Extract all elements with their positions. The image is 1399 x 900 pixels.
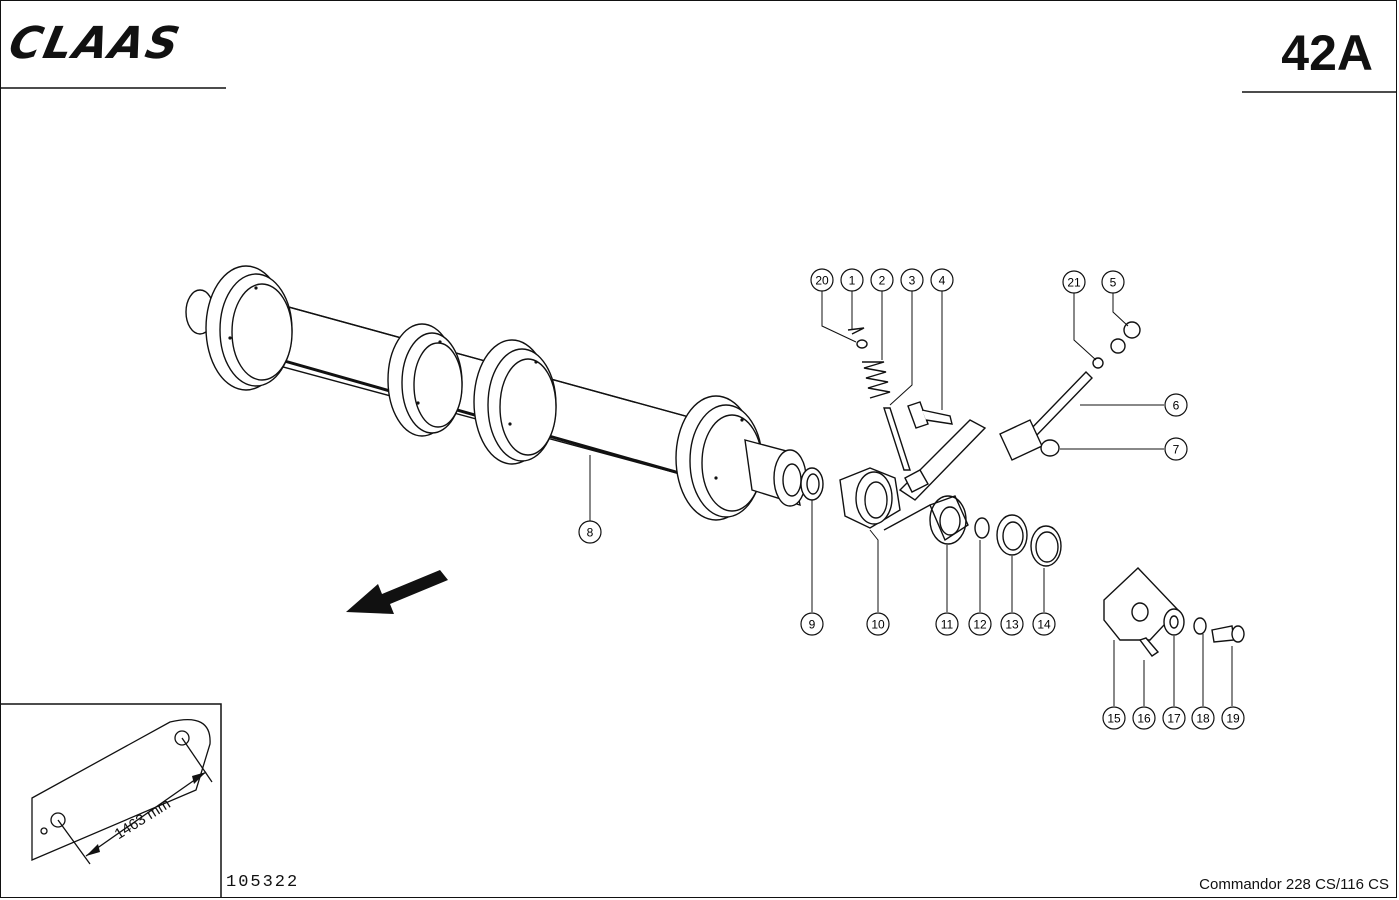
svg-text:12: 12 [973,618,987,632]
svg-text:11: 11 [941,618,954,632]
callout-9: 9 [800,612,824,636]
svg-text:1: 1 [849,274,856,288]
svg-text:9: 9 [809,618,816,632]
model-name: Commandor 228 CS/116 CS [1199,876,1389,893]
callout-6: 6 [1164,393,1188,417]
callout-16: 16 [1132,706,1156,730]
svg-text:4: 4 [939,274,946,288]
svg-text:21: 21 [1067,276,1081,290]
callout-15: 15 [1102,706,1126,730]
page-number: 42A [1281,25,1373,81]
callout-1: 1 [840,268,864,292]
callout-13: 13 [1000,612,1024,636]
svg-text:8: 8 [587,526,594,540]
svg-text:16: 16 [1137,712,1151,726]
callout-17: 17 [1162,706,1186,730]
callout-4: 4 [930,268,954,292]
callout-3: 3 [900,268,924,292]
svg-text:6: 6 [1173,399,1180,413]
clamp-parts [1103,567,1245,657]
mid-parts [800,327,1062,567]
svg-text:18: 18 [1196,712,1210,726]
callout-14: 14 [1032,612,1056,636]
inset-detail: 1463 mm [31,718,213,865]
callout-7: 7 [1164,437,1188,461]
adjuster-parts [999,321,1141,461]
svg-text:10: 10 [871,618,885,632]
callout-5: 5 [1101,270,1125,294]
svg-text:13: 13 [1005,618,1019,632]
callout-12: 12 [968,612,992,636]
svg-text:15: 15 [1107,712,1121,726]
svg-text:3: 3 [909,274,916,288]
svg-text:7: 7 [1173,443,1180,457]
svg-text:17: 17 [1167,712,1181,726]
callout-labels: 1 2 3 4 5 6 7 8 9 10 11 12 13 14 15 16 1… [578,268,1245,730]
frame-lines [0,87,1397,898]
svg-text:5: 5 [1110,276,1117,290]
shaft-assembly [185,265,807,521]
drawing-number: 105322 [226,873,300,892]
callout-10: 10 [866,612,890,636]
callout-2: 2 [870,268,894,292]
direction-arrow [346,570,448,614]
callout-19: 19 [1221,706,1245,730]
svg-text:20: 20 [815,274,829,288]
callout-20: 20 [810,268,834,292]
svg-text:2: 2 [879,274,886,288]
svg-text:14: 14 [1037,618,1051,632]
leader-lines [589,291,1233,706]
svg-text:19: 19 [1226,712,1240,726]
callout-21: 21 [1062,270,1086,294]
callout-18: 18 [1191,706,1215,730]
callout-11: 11 [935,612,959,636]
callout-8: 8 [578,520,602,544]
